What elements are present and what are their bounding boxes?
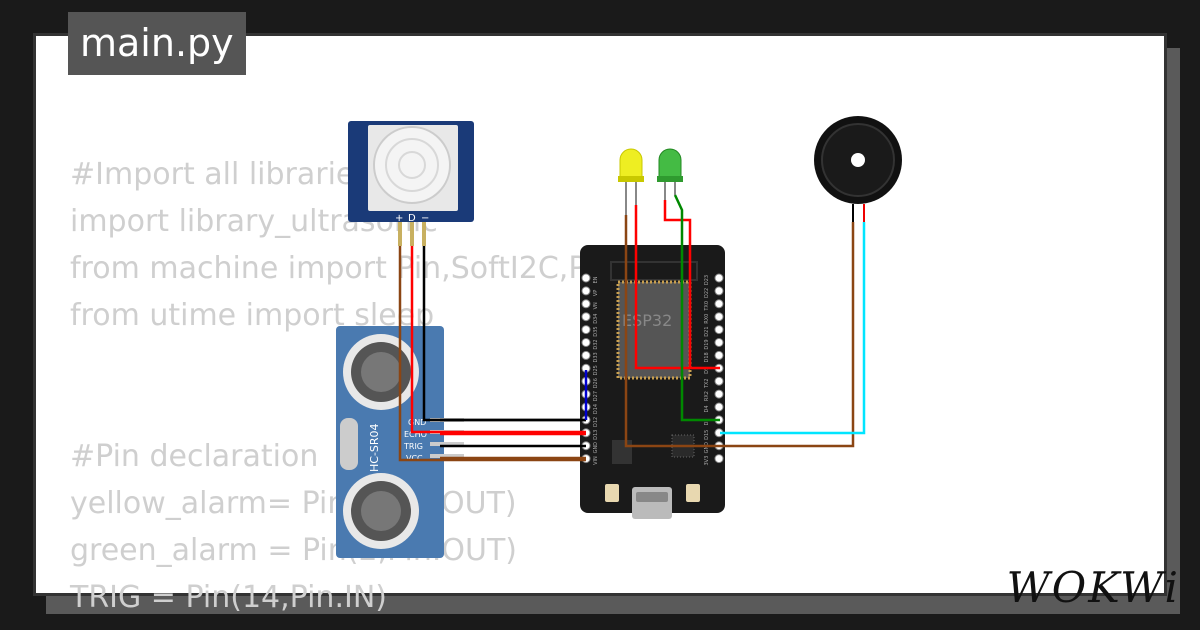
yellow-led[interactable] bbox=[618, 148, 644, 215]
esp32-pin[interactable] bbox=[581, 299, 591, 309]
esp32-pin[interactable] bbox=[714, 389, 724, 399]
file-tab[interactable]: main.py bbox=[68, 12, 246, 75]
esp32-pin-label: TX0 bbox=[704, 301, 710, 312]
esp32-pin-label: D33 bbox=[593, 352, 599, 362]
esp32-pin-label: 3V3 bbox=[704, 456, 710, 466]
sensor-model-label: HC-SR04 bbox=[368, 423, 381, 472]
esp32-pin-label: D25 bbox=[593, 365, 599, 375]
esp32-pin-label: D26 bbox=[593, 378, 599, 388]
esp32-pin[interactable] bbox=[714, 299, 724, 309]
esp32-pin[interactable] bbox=[581, 325, 591, 335]
esp32-pin-label: D19 bbox=[704, 339, 710, 349]
pir-pin-label: − bbox=[421, 213, 429, 224]
wokwi-logo: WOKWi bbox=[1006, 563, 1180, 612]
esp32-pin-label: VP bbox=[593, 290, 599, 296]
ultrasonic-pin-label: TRIG bbox=[403, 442, 423, 451]
esp32-pin-label: D35 bbox=[593, 326, 599, 336]
esp32-pin[interactable] bbox=[714, 402, 724, 412]
esp32-pin-label: D18 bbox=[704, 352, 710, 362]
esp32-pin-label: VN bbox=[593, 302, 599, 309]
code-line: #Pin declaration bbox=[70, 439, 319, 474]
code-line: #Import all libraries bbox=[70, 157, 371, 192]
esp32-pin[interactable] bbox=[581, 312, 591, 322]
esp32-pin-label: EN bbox=[593, 276, 599, 283]
esp32-pin[interactable] bbox=[714, 312, 724, 322]
ultrasonic-pin-label: VCC bbox=[406, 454, 423, 463]
esp32-pin-label: D15 bbox=[704, 430, 710, 440]
ultrasonic-pin-label: GND bbox=[408, 418, 426, 427]
esp32-pin[interactable] bbox=[714, 325, 724, 335]
esp32-pin-label: D34 bbox=[593, 314, 599, 324]
esp32-pin-label: D27 bbox=[593, 391, 599, 401]
esp32-pin-label: D5 bbox=[704, 367, 710, 374]
esp32-pin-label: GND bbox=[593, 442, 599, 454]
buzzer[interactable] bbox=[814, 116, 902, 222]
esp32-pin-label: D14 bbox=[593, 404, 599, 414]
esp32-pin[interactable] bbox=[581, 338, 591, 347]
esp32-pin-label: D32 bbox=[593, 339, 599, 349]
esp32-pin-label: RX2 bbox=[704, 391, 710, 401]
esp32-pin-label: D22 bbox=[704, 288, 710, 298]
code-line: TRIG = Pin(14,Pin.IN) bbox=[70, 580, 387, 615]
esp32-pin[interactable] bbox=[714, 338, 724, 347]
esp32-pin-label: D2 bbox=[704, 418, 710, 425]
green-led[interactable] bbox=[657, 148, 683, 200]
pir-sensor[interactable]: + D − bbox=[348, 121, 474, 246]
esp32-pin-label: GND bbox=[704, 442, 710, 454]
pir-pin-label: + bbox=[395, 213, 403, 224]
esp32-pin-label: VIN bbox=[593, 456, 599, 465]
esp32-pin[interactable] bbox=[581, 286, 591, 296]
esp32-pin[interactable] bbox=[714, 286, 724, 296]
esp32-pin-label: TX2 bbox=[704, 378, 710, 389]
esp32-pin[interactable] bbox=[714, 454, 724, 464]
esp32-pin-label: D12 bbox=[593, 417, 599, 427]
esp32-pin[interactable] bbox=[714, 350, 724, 360]
ultrasonic-pin-label: ECHO bbox=[404, 430, 427, 439]
wires bbox=[398, 194, 866, 462]
esp32-board[interactable]: ESP32 ENVPVND34D35D32D33D25D26D27D14D12D… bbox=[580, 245, 725, 519]
esp32-pin[interactable] bbox=[581, 273, 591, 283]
esp32-pin-label: D21 bbox=[704, 326, 710, 336]
esp32-pin[interactable] bbox=[581, 350, 591, 360]
esp32-pin-label: D23 bbox=[704, 275, 710, 285]
pir-pin-label: D bbox=[408, 213, 416, 224]
esp32-chip-label: ESP32 bbox=[622, 311, 672, 330]
esp32-pin-label: D4 bbox=[704, 405, 710, 412]
esp32-pin-label: D13 bbox=[593, 430, 599, 440]
esp32-pin[interactable] bbox=[714, 273, 724, 283]
esp32-pin-label: RX0 bbox=[704, 314, 710, 324]
esp32-pin[interactable] bbox=[714, 376, 724, 386]
